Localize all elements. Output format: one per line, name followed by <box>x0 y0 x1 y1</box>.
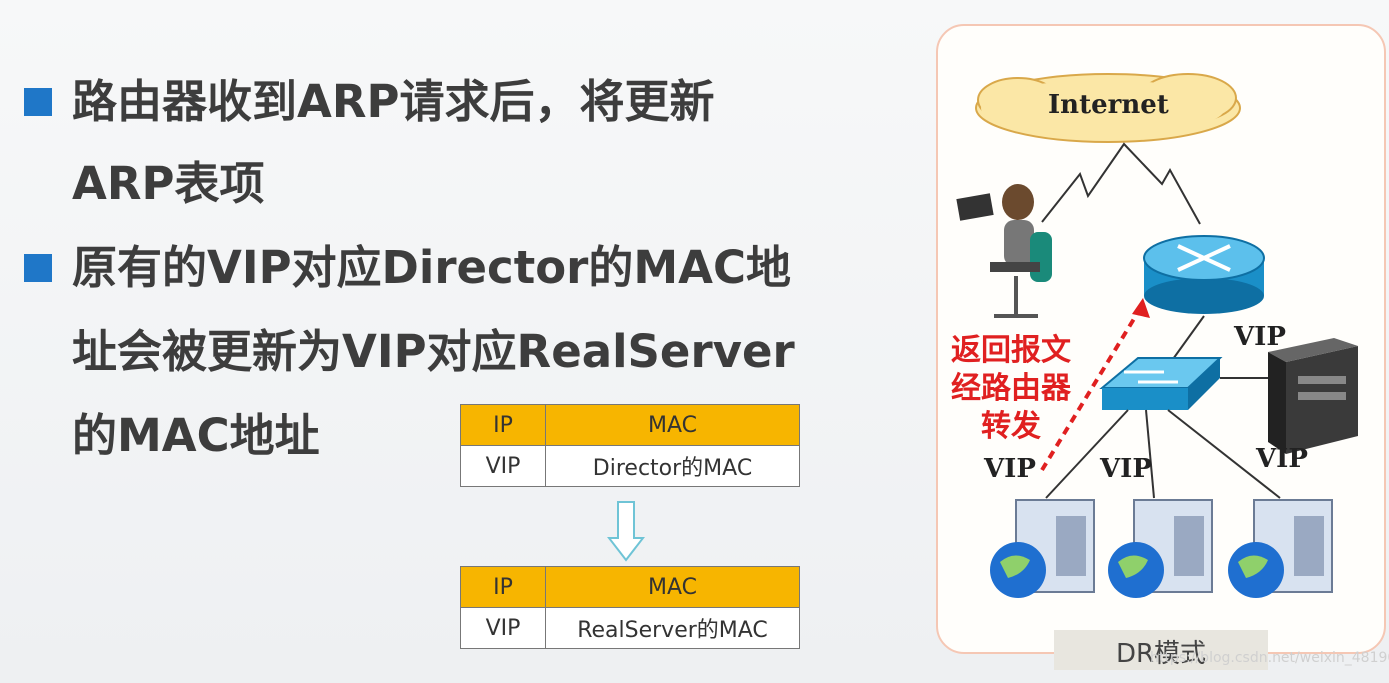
client-user-icon <box>956 184 1052 318</box>
table-header-mac: MAC <box>545 566 800 608</box>
return-note: 返回报文经路由器转发 <box>951 333 1071 444</box>
vip-label-rs1: VIP <box>984 454 1036 484</box>
switch-rs1-link <box>1045 409 1129 499</box>
table-cell-mac: RealServer的MAC <box>545 607 800 649</box>
dr-mode-diagram: Internet 返回报文经路由器转发 VIP VIP VIP VIP <box>936 24 1386 654</box>
return-path-arrowhead-icon <box>1132 298 1150 318</box>
vip-label-rs2: VIP <box>1100 454 1152 484</box>
title-fragment <box>0 0 740 12</box>
bullet-square-icon <box>24 254 52 282</box>
return-path-arrow <box>1040 302 1145 472</box>
table-cell-ip: VIP <box>460 607 546 649</box>
mac-table-after: IP MAC VIP RealServer的MAC <box>460 566 800 649</box>
bullet-1-line-2: ARP表项 <box>72 157 265 210</box>
table-header-mac: MAC <box>545 404 800 446</box>
bullet-1-line-1: 路由器收到ARP请求后，将更新 <box>72 75 715 128</box>
bullet-2-line-1: 原有的VIP对应Director的MAC地 <box>72 241 791 294</box>
watermark: https://blog.csdn.net/weixin_48190891 <box>1150 650 1389 666</box>
table-header-ip: IP <box>460 404 546 446</box>
bullet-square-icon <box>24 88 52 116</box>
cloud-label: Internet <box>1048 90 1169 120</box>
realserver-2-icon <box>1108 499 1213 598</box>
network-topology <box>956 73 1358 598</box>
switch-rs2-link <box>1145 409 1155 499</box>
realserver-1-icon <box>990 499 1095 598</box>
realserver-3-icon <box>1228 499 1333 598</box>
mode-label: DR模式 <box>1054 630 1268 670</box>
bullet-2-line-2: 址会被更新为VIP对应RealServer <box>72 325 795 378</box>
wan-link <box>1041 142 1201 225</box>
switch-icon <box>1099 357 1223 410</box>
router-icon <box>1143 235 1265 314</box>
table-cell-mac: Director的MAC <box>545 445 800 487</box>
table-cell-ip: VIP <box>460 445 546 487</box>
down-arrow-icon <box>607 501 645 562</box>
director-server-icon <box>1268 338 1358 454</box>
vip-label-director: VIP <box>1234 322 1286 352</box>
table-header-ip: IP <box>460 566 546 608</box>
vip-label-rs3: VIP <box>1256 444 1308 474</box>
switch-rs3-link <box>1167 409 1281 499</box>
internet-cloud-icon <box>975 73 1241 143</box>
mac-table-before: IP MAC VIP Director的MAC <box>460 404 800 487</box>
table-row: VIP Director的MAC <box>460 445 800 487</box>
table-row: VIP RealServer的MAC <box>460 607 800 649</box>
bullet-2-line-3: 的MAC地址 <box>72 409 320 462</box>
